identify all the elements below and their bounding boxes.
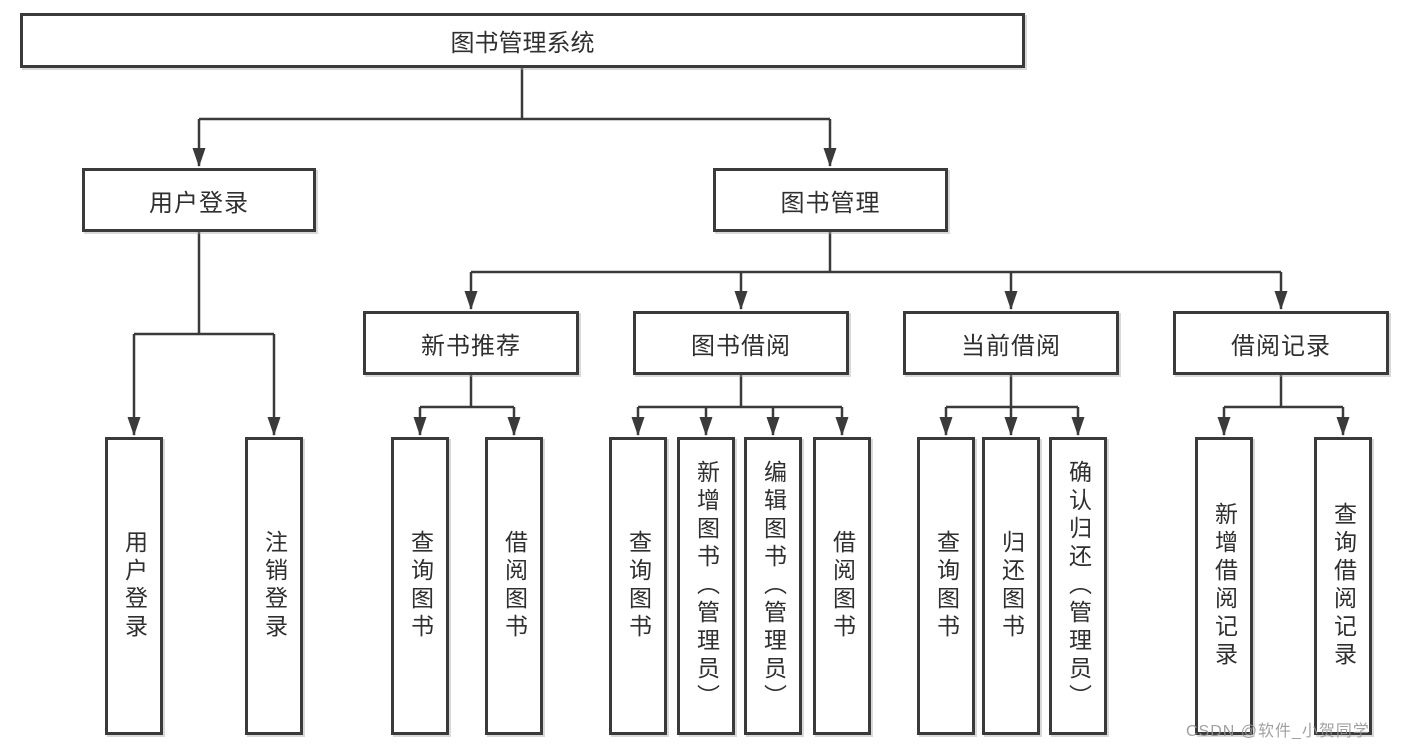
node-label: 新增借阅记录 xyxy=(1211,502,1238,670)
node-label: 注销登录 xyxy=(261,530,288,642)
csdn-watermark: CSDN @软件_小贺同学 xyxy=(1186,723,1370,740)
leaf-query-books-recommend: 查询图书 xyxy=(391,437,449,735)
node-label: 编辑图书（管理员） xyxy=(760,460,787,712)
node-label: 确认归还（管理员） xyxy=(1065,460,1092,712)
node-label: 用户登录 xyxy=(149,189,249,217)
node-label: 查询图书 xyxy=(625,530,652,642)
leaf-query-books-borrow: 查询图书 xyxy=(609,437,667,735)
node-label: 借阅图书 xyxy=(829,530,856,642)
node-borrow-records: 借阅记录 xyxy=(1173,311,1389,375)
node-current-borrow: 当前借阅 xyxy=(903,311,1119,375)
node-label: 查询借阅记录 xyxy=(1330,502,1357,670)
leaf-user-login: 用户登录 xyxy=(105,437,163,735)
node-library-management-system: 图书管理系统 xyxy=(20,13,1025,68)
node-label: 图书管理系统 xyxy=(450,30,595,57)
node-label: 新书推荐 xyxy=(421,332,521,360)
node-new-book-recommend: 新书推荐 xyxy=(363,311,579,375)
leaf-borrow-books-recommend: 借阅图书 xyxy=(485,437,543,735)
leaf-add-borrow-record: 新增借阅记录 xyxy=(1195,437,1253,735)
leaf-confirm-return-admin: 确认归还（管理员） xyxy=(1049,437,1107,735)
node-label: 图书借阅 xyxy=(691,332,791,360)
node-label: 借阅图书 xyxy=(501,530,528,642)
node-label: 图书管理 xyxy=(780,189,881,217)
leaf-logout: 注销登录 xyxy=(245,437,303,735)
node-book-borrow: 图书借阅 xyxy=(633,311,849,375)
node-label: 当前借阅 xyxy=(961,332,1061,360)
node-book-management: 图书管理 xyxy=(713,168,948,232)
leaf-query-borrow-record: 查询借阅记录 xyxy=(1314,437,1372,735)
leaf-edit-books-admin: 编辑图书（管理员） xyxy=(744,437,802,735)
leaf-borrow-books: 借阅图书 xyxy=(813,437,871,735)
node-label: 查询图书 xyxy=(407,530,434,642)
leaf-return-books: 归还图书 xyxy=(982,437,1040,735)
node-label: 借阅记录 xyxy=(1231,332,1331,360)
node-label: 新增图书（管理员） xyxy=(693,460,720,712)
node-label: 查询图书 xyxy=(933,530,960,642)
leaf-query-books-current: 查询图书 xyxy=(917,437,975,735)
node-label: 用户登录 xyxy=(121,530,148,642)
leaf-add-books-admin: 新增图书（管理员） xyxy=(677,437,735,735)
node-user-login: 用户登录 xyxy=(82,168,316,232)
node-label: 归还图书 xyxy=(998,530,1025,642)
